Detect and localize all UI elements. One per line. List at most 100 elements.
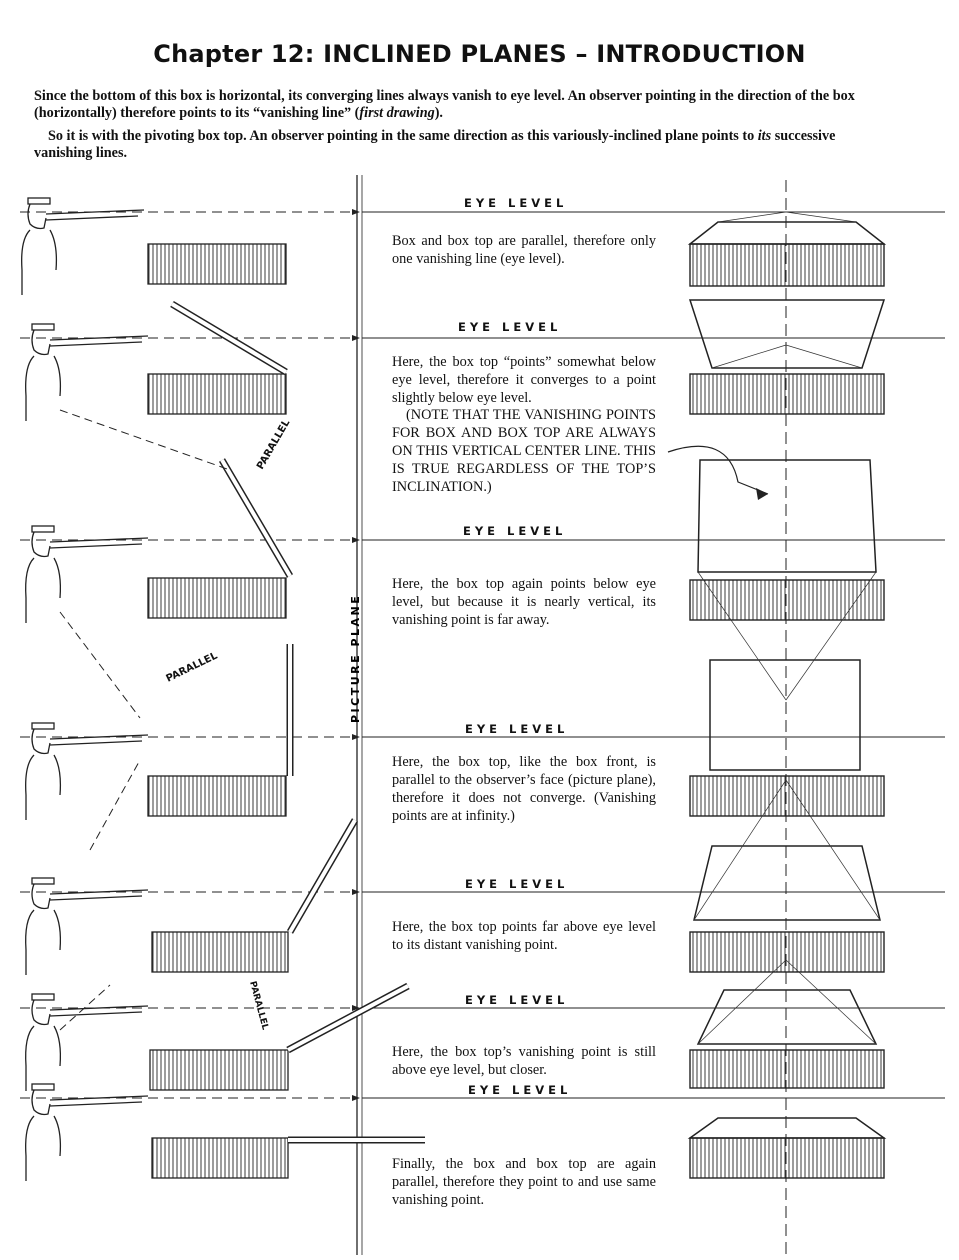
cap-icon: [31, 1083, 55, 1091]
eye-level-label-6: EYE LEVEL: [465, 993, 569, 1007]
pointing-arm-lower: [49, 341, 143, 347]
observer-figure-2: [25, 323, 149, 421]
cap-icon: [31, 722, 55, 730]
perspective-boxes: [667, 211, 887, 1179]
body-outline: [25, 909, 62, 975]
intro-text: So it is with the pivoting box top. An o…: [48, 128, 758, 144]
eye-level-arrow-4: [352, 734, 360, 740]
right-box-2: [689, 373, 885, 415]
caption-2: Here, the box top “points” somewhat belo…: [392, 354, 656, 406]
observer-figures: [21, 197, 425, 1181]
conv-3b: [785, 571, 877, 701]
observer-figure-7: [25, 1083, 149, 1181]
pointing-arm-lower: [49, 1011, 143, 1017]
eye-level-arrow-1: [352, 209, 360, 215]
parallel-label-1: PARALLEL: [255, 417, 293, 471]
conv-1a: [717, 211, 787, 223]
lid-inner-2: [220, 458, 292, 578]
left-box-4: [147, 775, 287, 817]
cap-icon: [31, 993, 55, 1001]
pointing-line-4: [59, 984, 111, 1031]
head-outline: [27, 203, 47, 230]
intro-text: ).: [434, 105, 443, 121]
head-outline: [31, 1089, 51, 1116]
pointing-arm-lower: [45, 215, 139, 221]
eye-level-lines: [20, 209, 945, 1101]
conv-3a: [697, 571, 787, 701]
pointing-line-3: [89, 759, 141, 851]
body-outline: [21, 229, 58, 295]
eye-level-label-5: EYE LEVEL: [465, 877, 569, 891]
left-box-5: [151, 931, 289, 973]
pointing-arm: [49, 1095, 149, 1101]
cap-icon: [31, 525, 55, 533]
head-outline: [31, 883, 51, 910]
cap-icon: [31, 877, 55, 885]
pointing-arm-lower: [49, 543, 143, 549]
eye-level-label-4: EYE LEVEL: [465, 722, 569, 736]
caption-6: Here, the box top’s vanishing point is s…: [392, 1044, 656, 1078]
lid-inner-4: [288, 818, 357, 934]
picture-plane-text: PICTURE PLANE: [349, 594, 362, 723]
caption-3: Here, the box top again points below eye…: [392, 576, 656, 628]
eye-level-arrow-6: [352, 1005, 360, 1011]
intro-text: successive vanishing lines.: [34, 128, 836, 161]
right-box-3: [689, 579, 885, 621]
eye-level-label-2: EYE LEVEL: [458, 320, 562, 334]
right-lid-1: [687, 221, 887, 245]
conv-5b: [785, 779, 881, 921]
left-box-6: [149, 1049, 289, 1091]
intro-paragraph-2: So it is with the pivoting box top. An o…: [34, 128, 884, 162]
pointing-arm: [45, 209, 145, 215]
left-box-3: [147, 577, 287, 619]
eye-level-arrow-5: [352, 889, 360, 895]
note-arrow: [667, 445, 769, 495]
caption-5: Here, the box top points far above eye l…: [392, 919, 656, 953]
cap-icon: [31, 323, 55, 331]
lid-inner-5: [287, 984, 409, 1052]
intro-text: Since the bottom of this box is horizont…: [34, 88, 855, 121]
observer-figure-5: [25, 877, 149, 975]
lid-inner-1: [170, 302, 288, 374]
right-lid-3: [697, 459, 877, 573]
right-box-6: [689, 1049, 885, 1089]
intro-paragraph-1: Since the bottom of this box is horizont…: [34, 88, 884, 122]
eye-level-arrow-3: [352, 537, 360, 543]
right-lid-7: [687, 1117, 887, 1139]
left-box-7: [151, 1137, 289, 1179]
note-arrow-head: [756, 488, 768, 500]
head-outline: [31, 728, 51, 755]
body-outline: [25, 1025, 62, 1091]
right-lid-2: [688, 299, 886, 369]
caption-note: (NOTE THAT THE VANISHING POINTS FOR BOX …: [392, 407, 656, 495]
right-box-4: [689, 775, 885, 817]
eye-level-label-3: EYE LEVEL: [463, 524, 567, 538]
pointing-arm: [49, 734, 149, 740]
eye-level-label-1: EYE LEVEL: [464, 196, 568, 210]
conv-5a: [693, 779, 787, 921]
conv-2b: [785, 344, 863, 369]
pointing-line-1: [59, 409, 231, 471]
pointing-line-2: [59, 611, 141, 719]
pointing-arm-lower: [49, 1101, 143, 1107]
pointing-arm: [49, 1005, 149, 1011]
pointing-arm-lower: [49, 740, 143, 746]
cap-icon: [27, 197, 51, 205]
intro-italic: first drawing: [359, 105, 435, 121]
caption-4: Here, the box top, like the box front, i…: [392, 754, 656, 824]
caption-7: Finally, the box and box top are again p…: [392, 1156, 656, 1208]
picture-plane-label: PICTURE PLANE: [349, 594, 362, 723]
pointing-arm: [49, 335, 149, 341]
right-box-7: [689, 1137, 885, 1179]
page-title: Chapter 12: INCLINED PLANES – INTRODUCTI…: [153, 40, 806, 68]
head-outline: [31, 329, 51, 356]
conv-6a: [697, 959, 787, 1045]
right-box-5: [689, 931, 885, 973]
body-outline: [25, 1115, 62, 1181]
pointing-arm: [49, 889, 149, 895]
right-lid-6: [696, 989, 878, 1045]
eye-level-label-7: EYE LEVEL: [468, 1083, 572, 1097]
right-box-1: [689, 243, 885, 287]
head-outline: [31, 531, 51, 558]
